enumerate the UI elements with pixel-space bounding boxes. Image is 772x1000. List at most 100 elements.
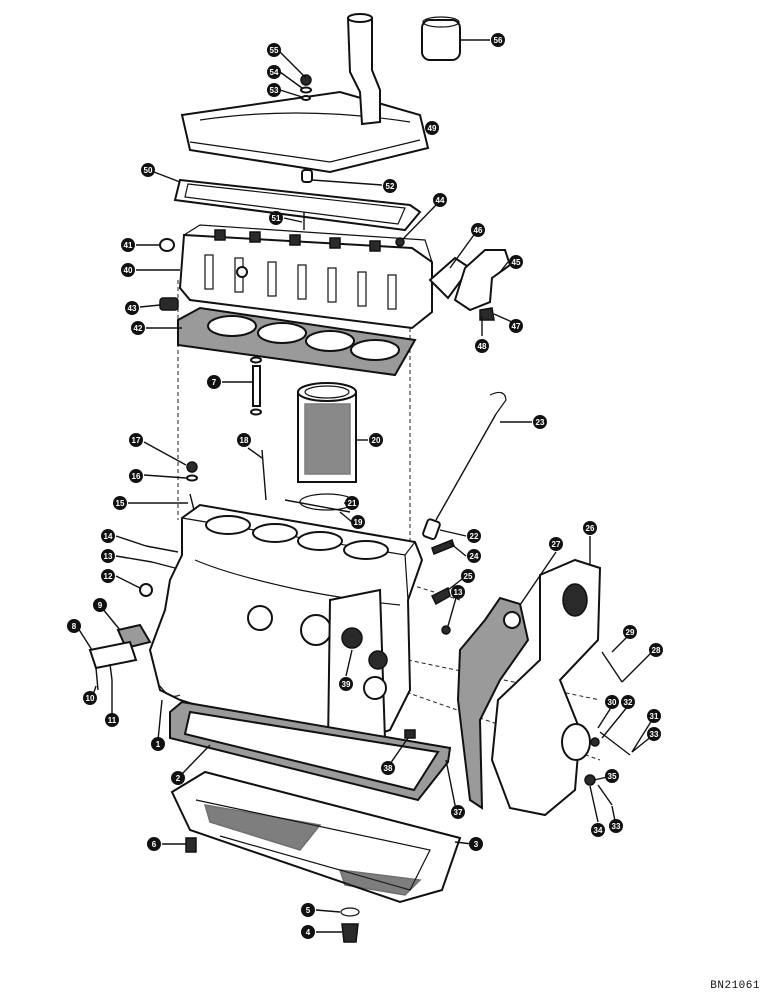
callout-bubble xyxy=(301,903,315,917)
callout-label: 43 xyxy=(128,304,137,313)
callout-46: 46 xyxy=(471,223,485,237)
callout-bubble xyxy=(509,319,523,333)
callout-bubble xyxy=(647,709,661,723)
filler-cap xyxy=(421,16,461,61)
oil-pan xyxy=(170,770,462,904)
cylinder-head xyxy=(178,224,433,330)
callout-bubble xyxy=(605,769,619,783)
callout-bubble xyxy=(549,537,563,551)
callout-label: 30 xyxy=(608,698,617,707)
callout-label: 45 xyxy=(512,258,521,267)
callout-bubble xyxy=(451,805,465,819)
callout-label: 20 xyxy=(372,436,381,445)
callout-label: 31 xyxy=(650,712,659,721)
callout-bubble xyxy=(269,211,283,225)
callout-25: 25 xyxy=(461,569,475,583)
callout-bubble xyxy=(381,761,395,775)
callout-label: 34 xyxy=(594,826,603,835)
callout-bubble xyxy=(591,823,605,837)
callout-bubble xyxy=(83,691,97,705)
callout-56: 56 xyxy=(491,33,505,47)
callout-bubble xyxy=(151,737,165,751)
callout-label: 51 xyxy=(272,214,281,223)
callout-33b: 33 xyxy=(609,819,623,833)
callout-bubble xyxy=(425,121,439,135)
block-fitting xyxy=(431,539,455,555)
callout-10: 10 xyxy=(83,691,97,705)
stud-washer xyxy=(186,474,198,482)
callout-23: 23 xyxy=(533,415,547,429)
callout-bubble xyxy=(105,713,119,727)
callout-label: 19 xyxy=(354,518,363,527)
callout-label: 15 xyxy=(116,499,125,508)
callout-bubble xyxy=(351,515,365,529)
callout-20: 20 xyxy=(369,433,383,447)
callout-14: 14 xyxy=(101,529,115,543)
callout-40: 40 xyxy=(121,263,135,277)
callout-bubble xyxy=(125,301,139,315)
block-dowel xyxy=(441,625,451,635)
water-outlet xyxy=(453,249,512,312)
callout-24: 24 xyxy=(467,549,481,563)
callout-bubble xyxy=(509,255,523,269)
callout-bubble xyxy=(67,619,81,633)
callout-label: 27 xyxy=(552,540,561,549)
callout-label: 38 xyxy=(384,764,393,773)
callout-bubble xyxy=(451,585,465,599)
callout-label: 3 xyxy=(474,840,479,849)
oil-pan-gasket xyxy=(169,700,452,802)
callout-8: 8 xyxy=(67,619,81,633)
callout-48: 48 xyxy=(475,339,489,353)
callout-bubble xyxy=(467,549,481,563)
callout-label: 24 xyxy=(470,552,479,561)
callout-label: 17 xyxy=(132,436,141,445)
callout-2: 2 xyxy=(171,771,185,785)
block-stud xyxy=(145,545,179,553)
callout-44: 44 xyxy=(433,193,447,207)
callout-45: 45 xyxy=(509,255,523,269)
callout-bubble xyxy=(141,163,155,177)
callout-6: 6 xyxy=(147,837,161,851)
callout-label: 33 xyxy=(650,730,659,739)
callout-label: 32 xyxy=(624,698,633,707)
callout-label: 37 xyxy=(454,808,463,817)
dipstick xyxy=(435,391,507,521)
drain-plug-washer xyxy=(340,907,360,917)
cover-gasket xyxy=(173,178,422,232)
pan-bolt xyxy=(185,837,197,853)
callout-label: 49 xyxy=(428,124,437,133)
callout-42: 42 xyxy=(131,321,145,335)
callout-26: 26 xyxy=(583,521,597,535)
callout-bubble xyxy=(129,469,143,483)
dipstick-tube xyxy=(422,518,441,541)
callout-label: 13 xyxy=(454,588,463,597)
callout-30: 30 xyxy=(605,695,619,709)
callout-bubble xyxy=(491,33,505,47)
callout-label: 22 xyxy=(470,532,479,541)
callout-19: 19 xyxy=(351,515,365,529)
callout-label: 50 xyxy=(144,166,153,175)
callout-bubble xyxy=(131,321,145,335)
callout-bubble xyxy=(605,695,619,709)
callout-bubble xyxy=(101,529,115,543)
callout-53: 53 xyxy=(267,83,281,97)
callout-bubble xyxy=(471,223,485,237)
callout-label: 21 xyxy=(348,499,357,508)
callout-32: 32 xyxy=(621,695,635,709)
callout-label: 8 xyxy=(72,622,77,631)
callout-label: 35 xyxy=(608,772,617,781)
callout-9: 9 xyxy=(93,598,107,612)
timing-cover xyxy=(490,558,602,817)
callout-37: 37 xyxy=(451,805,465,819)
drain-cock xyxy=(430,586,451,606)
callout-label: 55 xyxy=(270,46,279,55)
head-stud xyxy=(261,449,267,501)
callout-bubble xyxy=(609,819,623,833)
callout-55: 55 xyxy=(267,43,281,57)
callout-12: 12 xyxy=(101,569,115,583)
callout-bubble xyxy=(475,339,489,353)
callout-28: 28 xyxy=(649,643,663,657)
callout-bubble xyxy=(301,925,315,939)
callout-50: 50 xyxy=(141,163,155,177)
